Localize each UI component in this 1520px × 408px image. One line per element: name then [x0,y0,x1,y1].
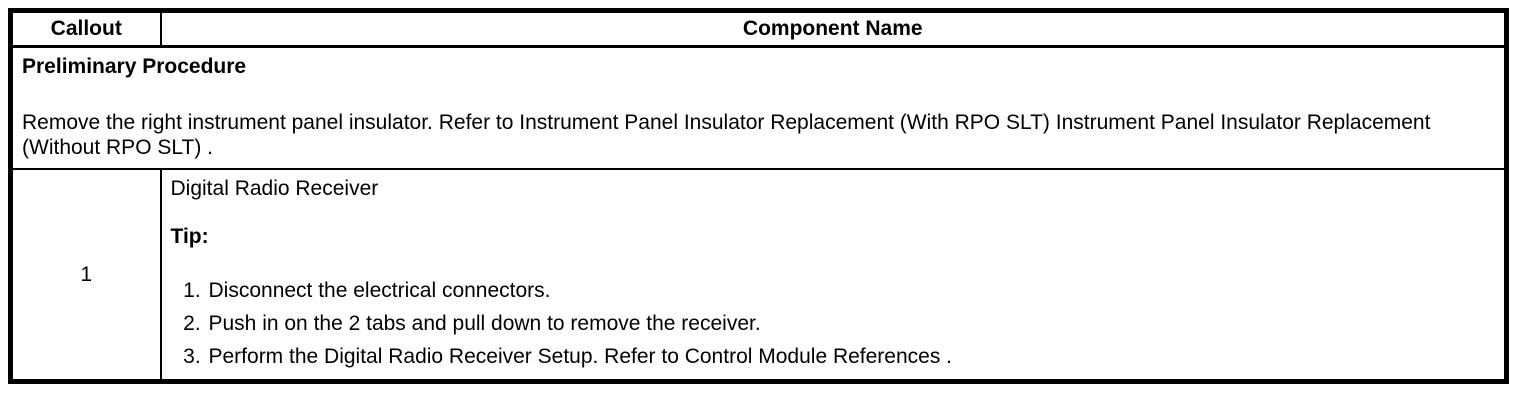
steps-list: Disconnect the electrical connectors. Pu… [171,274,1496,373]
step-item: Perform the Digital Radio Receiver Setup… [207,340,1496,373]
component-row: 1 Digital Radio Receiver Tip: Disconnect… [9,168,1508,383]
tip-label: Tip: [170,225,209,248]
step-item: Disconnect the electrical connectors. [207,274,1496,307]
preliminary-procedure-title: Preliminary Procedure [22,55,247,78]
component-name: Digital Radio Receiver [170,177,379,200]
component-cell: Digital Radio Receiver Tip: Disconnect t… [159,168,1508,383]
component-callout-table: Callout Component Name Preliminary Proce… [8,8,1509,384]
step-item: Push in on the 2 tabs and pull down to r… [207,307,1496,340]
preliminary-procedure-cell: Preliminary Procedure Remove the right i… [9,45,1508,170]
table-header-row: Callout Component Name [9,9,1508,48]
preliminary-procedure-row: Preliminary Procedure Remove the right i… [9,45,1508,170]
preliminary-procedure-text: Remove the right instrument panel insula… [22,111,1431,159]
component-name-column-header: Component Name [159,9,1508,48]
callout-number: 1 [9,168,162,383]
callout-column-header: Callout [9,9,162,48]
